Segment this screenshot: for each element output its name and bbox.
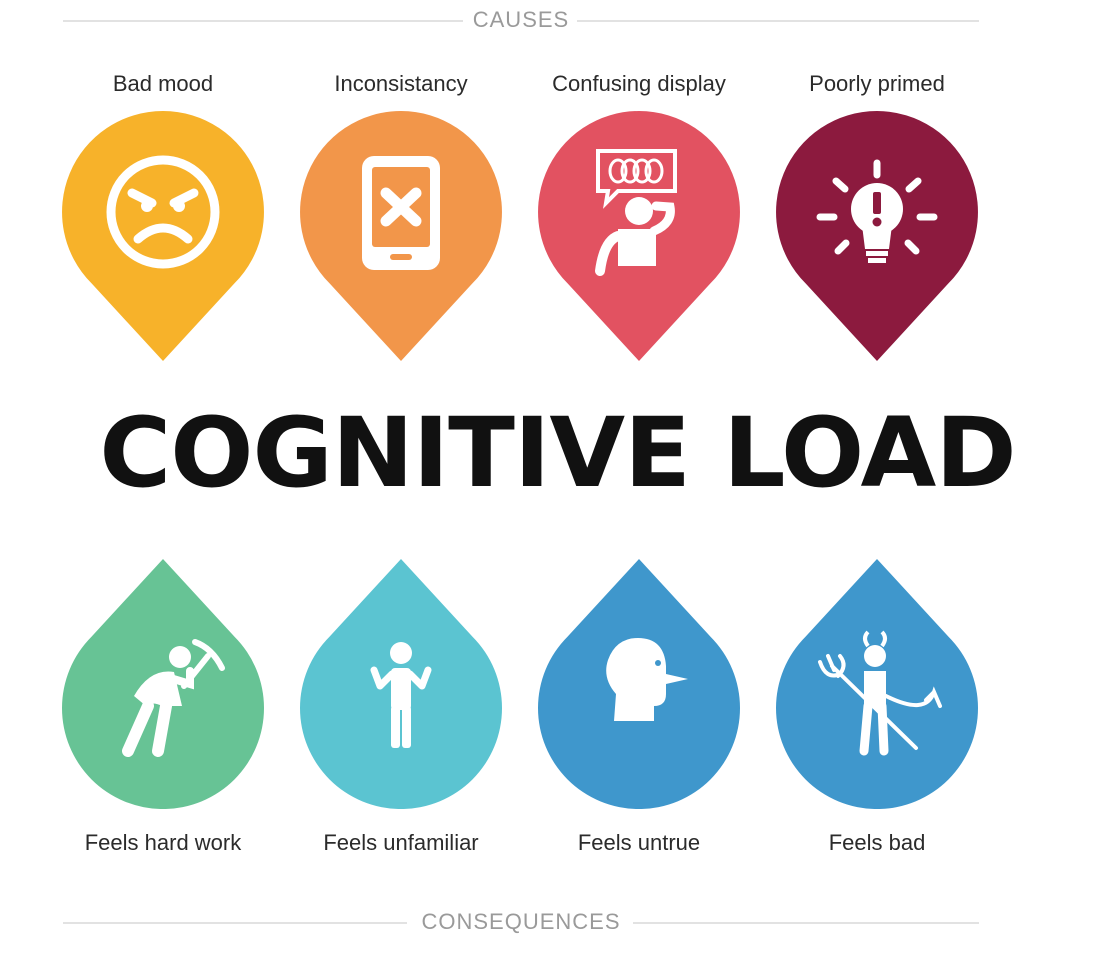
cause-label-inconsistancy: Inconsistancy <box>334 71 468 96</box>
divider-line <box>63 20 463 22</box>
broken-phone-icon <box>362 156 440 270</box>
devil-icon <box>818 630 942 756</box>
consequences-header: CONSEQUENCES <box>63 910 979 934</box>
consequence-drop-untrue <box>538 556 740 809</box>
divider-line <box>577 20 979 22</box>
consequences-heading: CONSEQUENCES <box>421 909 621 934</box>
consequence-label-untrue: Feels untrue <box>577 830 701 855</box>
long-nose-head-icon <box>606 638 688 721</box>
consequence-drop-unfamiliar <box>300 556 502 809</box>
consequence-drop-hard-work <box>62 556 264 809</box>
main-title: COGNITIVE LOAD <box>99 397 1016 509</box>
divider-line <box>63 922 407 924</box>
cause-pin-bad-mood <box>62 111 264 364</box>
cause-label-confusing-display: Confusing display <box>552 71 726 96</box>
shrugging-person-icon <box>370 642 432 748</box>
cause-label-poorly-primed: Poorly primed <box>809 71 945 96</box>
causes-header: CAUSES <box>63 8 979 32</box>
confused-person-icon <box>595 149 677 276</box>
causes-heading: CAUSES <box>472 7 570 32</box>
cause-pin-poorly-primed <box>776 111 978 364</box>
consequence-label-unfamiliar: Feels unfamiliar <box>323 830 479 855</box>
consequence-drop-bad <box>776 556 978 809</box>
cause-pin-inconsistancy <box>300 111 502 364</box>
consequence-label-bad: Feels bad <box>828 830 926 855</box>
lightbulb-exclamation-icon <box>816 159 938 263</box>
divider-line <box>633 922 979 924</box>
cause-label-bad-mood: Bad mood <box>112 71 214 96</box>
pickaxe-worker-icon <box>122 639 225 757</box>
consequence-label-hard-work: Feels hard work <box>84 830 242 855</box>
cause-pin-confusing-display <box>538 111 740 364</box>
